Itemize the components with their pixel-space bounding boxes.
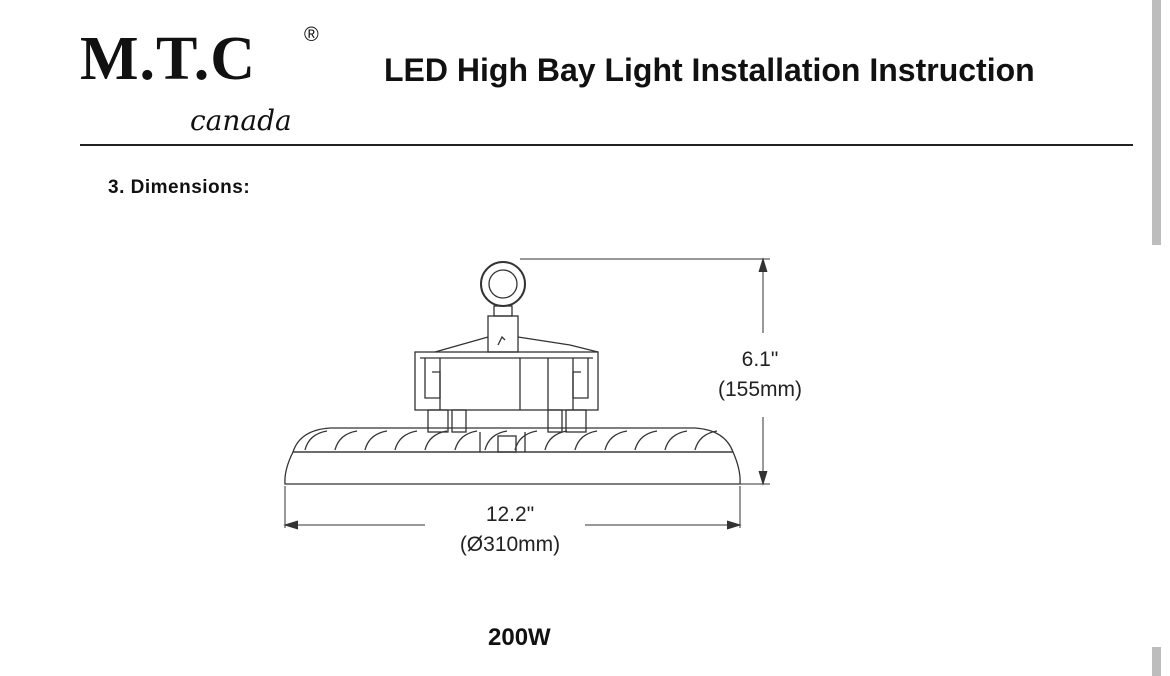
width-inches: 12.2" (485, 503, 535, 526)
scrollbar-thumb[interactable] (1152, 0, 1161, 245)
height-inches: 6.1" (741, 348, 779, 371)
width-dimension-label: 12.2" (Ø310mm) (440, 500, 580, 561)
heatsink-fin (304, 430, 328, 451)
header-divider (80, 144, 1133, 146)
width-mm: (Ø310mm) (459, 533, 561, 557)
heatsink-fin (364, 430, 388, 451)
heatsink-fin (634, 430, 658, 451)
logo-subtitle: canada (190, 104, 292, 137)
logo-brand: M.T.C (80, 25, 257, 93)
registered-mark: ® (304, 24, 319, 46)
height-dimension-label: 6.1" (155mm) (700, 345, 820, 406)
heatsink-fin (424, 430, 448, 451)
page-title: LED High Bay Light Installation Instruct… (384, 52, 1035, 88)
heatsink-fin (394, 430, 418, 451)
heatsink-fin (544, 430, 568, 451)
section-heading: 3. Dimensions: (108, 177, 251, 198)
heatsink-fin (604, 430, 628, 451)
heatsink-fin (694, 430, 718, 451)
scrollbar-thumb-lower[interactable] (1152, 647, 1161, 676)
heatsink-fin (454, 430, 478, 451)
height-mm: (155mm) (717, 378, 802, 402)
heatsink-fin (664, 430, 688, 451)
heatsink-fin (574, 430, 598, 451)
heatsink-fin (514, 430, 538, 451)
heatsink-fin (334, 430, 358, 451)
model-wattage: 200W (488, 624, 551, 651)
heatsink-fin (484, 430, 508, 451)
